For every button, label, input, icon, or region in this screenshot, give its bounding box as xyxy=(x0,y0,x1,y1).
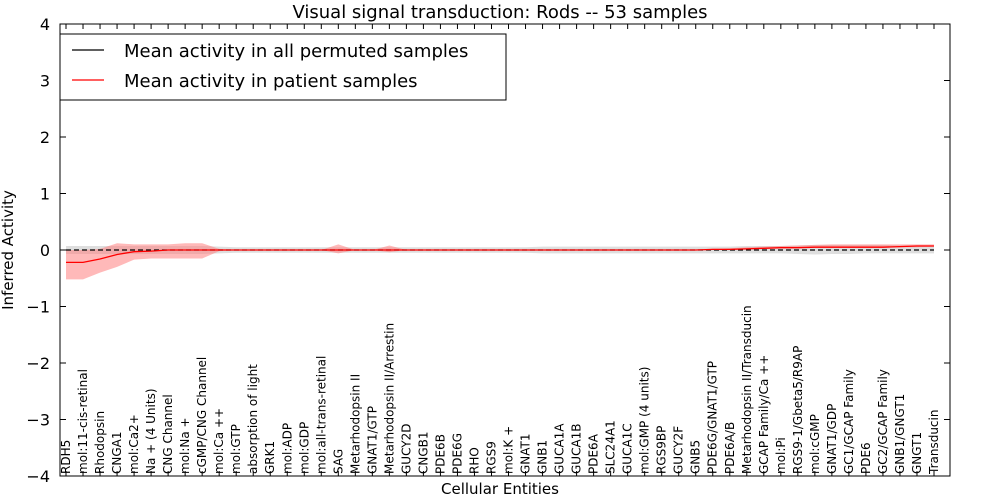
series-line-patient xyxy=(66,245,934,264)
x-tick-label: mol:GDP xyxy=(297,422,311,474)
x-tick-label: CNGB1 xyxy=(416,431,430,474)
x-tick-label: GNB1/GNGT1 xyxy=(893,394,907,474)
x-tick-label: PDE6A/B xyxy=(723,422,737,474)
x-tick-label: GRK1 xyxy=(263,441,277,474)
x-tick-label: PDE6B xyxy=(433,434,447,474)
y-tick-label: 4 xyxy=(40,15,50,34)
x-tick-label: RGS9BP xyxy=(655,426,669,474)
x-tick-label: mol:GTP xyxy=(229,424,243,474)
x-tick-label: PDE6G xyxy=(451,433,465,474)
x-tick-label: Metarhodopsin II/Arrestin xyxy=(382,323,396,474)
legend-box xyxy=(59,33,507,101)
x-tick-label: SAG xyxy=(331,449,345,474)
x-tick-label: Na + (4 Units) xyxy=(144,388,158,474)
legend: Mean activity in all permuted samples Me… xyxy=(59,33,507,101)
x-tick-label: GUCY2F xyxy=(672,426,686,474)
x-tick-label: RHO xyxy=(468,447,482,474)
x-tick-label: mol:11-cis-retinal xyxy=(76,369,90,474)
x-tick-label: GNAT1 xyxy=(519,433,533,474)
x-tick-label: GNB1 xyxy=(536,440,550,474)
x-tick-label: mol:all-trans-retinal xyxy=(314,356,328,474)
chart-title: Visual signal transduction: Rods -- 53 s… xyxy=(292,2,707,23)
x-tick-label: GC1/GCAP Family xyxy=(842,369,856,474)
x-tick-label: SLC24A1 xyxy=(604,420,618,474)
x-axis-label: Cellular Entities xyxy=(441,480,559,498)
y-axis-label: Inferred Activity xyxy=(0,190,17,310)
x-tick-label: mol:Ca2+ xyxy=(127,414,141,474)
x-tick-label: RDH5 xyxy=(59,440,73,474)
y-tick-label: 2 xyxy=(40,128,50,147)
x-tick-label: CNG Channel xyxy=(161,394,175,474)
y-tick-label: −1 xyxy=(26,298,50,317)
x-tick-label: CNGA1 xyxy=(110,432,124,475)
x-tick-label: GC2/GCAP Family xyxy=(876,369,890,474)
x-tick-label: GNAT1/GTP xyxy=(365,406,379,474)
x-tick-label: absorption of light xyxy=(246,364,260,474)
x-tick-label: mol:K + xyxy=(502,426,516,474)
x-tick-label: Rhodopsin xyxy=(93,411,107,474)
legend-entry-patient: Mean activity in patient samples xyxy=(124,71,418,92)
x-tick-label: cGMP/CNG Channel xyxy=(195,357,209,474)
x-tick-label: GNB5 xyxy=(689,440,703,474)
y-tick-label: 0 xyxy=(40,241,50,260)
x-tick-label: PDE6 xyxy=(859,442,873,474)
x-tick-label: mol:Na + xyxy=(178,417,192,474)
x-tick-label: mol:cGMP xyxy=(808,414,822,474)
y-tick-label: −2 xyxy=(26,354,50,373)
x-tick-label: GUCA1C xyxy=(621,423,635,474)
x-tick-label: mol:ADP xyxy=(280,423,294,474)
x-tick-label: GNAT1/GDP xyxy=(825,404,839,474)
x-tick-label: GUCA1A xyxy=(553,423,567,474)
x-tick-label: mol:GMP (4 units) xyxy=(638,367,652,474)
y-tick-label: −3 xyxy=(26,411,50,430)
x-tick-label: GUCA1B xyxy=(570,423,584,474)
x-tick-label: RGS9-1/Gbeta5/R9AP xyxy=(791,346,805,474)
x-tick-label: GUCY2D xyxy=(399,424,413,474)
y-tick-label: 1 xyxy=(40,185,50,204)
x-tick-label: GNGT1 xyxy=(910,432,924,474)
x-tick-label: PDE6A xyxy=(587,433,601,474)
x-tick-label: mol:Pi xyxy=(774,437,788,474)
x-tick-label: Metarhodopsin II xyxy=(348,374,362,474)
x-tick-label: mol:Ca ++ xyxy=(212,408,226,474)
legend-entry-permuted: Mean activity in all permuted samples xyxy=(124,41,468,62)
plot-area xyxy=(66,243,934,280)
x-tick-label: Transducin xyxy=(927,410,941,475)
x-tick-label: RGS9 xyxy=(485,441,499,474)
y-tick-label: −4 xyxy=(26,467,50,486)
x-tick-label: Metarhodopsin II/Transducin xyxy=(740,305,754,474)
x-tick-label: PDE6G/GNAT1/GTP xyxy=(706,361,720,474)
y-tick-label: 3 xyxy=(40,72,50,91)
y-axis-ticks: 4 3 2 1 0 −1 −2 −3 −4 xyxy=(26,15,950,486)
x-tick-label: GCAP Family/Ca ++ xyxy=(757,355,771,474)
